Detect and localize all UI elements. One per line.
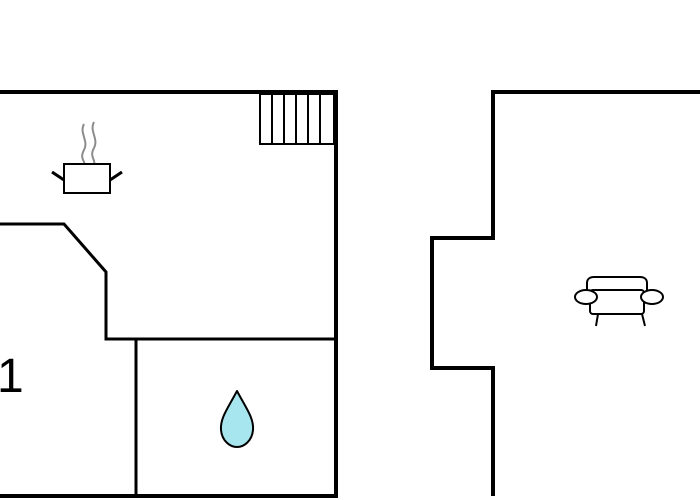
water-drop-icon [219, 390, 255, 448]
interior-wall-bedroom [0, 222, 336, 341]
cooking-pot-icon [51, 121, 123, 194]
right-unit-outer-wall [430, 90, 700, 496]
left-unit-outer-wall [0, 90, 338, 498]
armchair-icon [574, 276, 664, 327]
staircase-icon [259, 93, 335, 145]
right-unit [430, 90, 700, 496]
room-number-label: 1 [0, 350, 24, 403]
left-unit [0, 90, 338, 498]
